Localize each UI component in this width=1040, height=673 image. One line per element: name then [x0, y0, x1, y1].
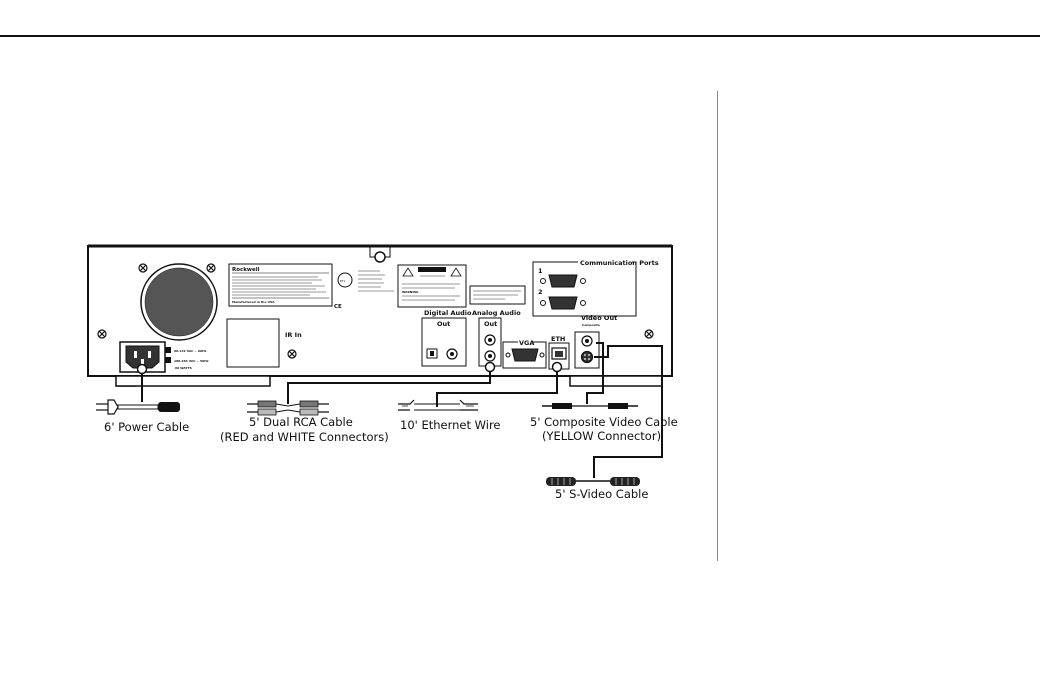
port-1-label: 1	[538, 267, 543, 275]
copyright-label	[469, 285, 526, 305]
rca-cable-label-1: 5' Dual RCA Cable	[249, 415, 353, 429]
power-spec-1: 90-132 VAC ~ 60Hz	[174, 349, 207, 353]
blank-plate	[226, 318, 280, 368]
vga-port[interactable]	[511, 348, 539, 362]
regulatory-label: Rockwell Manufactured in the USA	[228, 263, 333, 307]
caution-title: CAUTION	[420, 268, 436, 272]
analog-audio-label: Analog Audio	[472, 309, 521, 317]
vga-panel: VGA	[502, 339, 547, 369]
cable-wires	[141, 342, 663, 478]
ethernet-panel: ETH	[548, 335, 570, 370]
eth-plug-end	[551, 361, 563, 373]
power-plug-end	[136, 363, 148, 375]
chassis-screws	[97, 263, 654, 359]
margin-rule	[717, 91, 718, 561]
composite-cable-label-1: 5' Composite Video Cable	[530, 415, 678, 429]
ethernet-cable-illustration	[398, 399, 478, 411]
power-cable-illustration	[96, 399, 180, 415]
brand-label: Rockwell	[232, 267, 260, 273]
ethernet-cable-label: 10' Ethernet Wire	[400, 418, 501, 432]
eth-label: ETH	[551, 335, 565, 343]
composite-cable-illustration	[542, 403, 638, 409]
digital-audio-label: Digital Audio	[424, 309, 472, 317]
power-cable-label: 6' Power Cable	[104, 420, 189, 434]
serial-port-1[interactable]	[540, 274, 586, 288]
rca-cable-label-2: (RED and WHITE Connectors)	[220, 430, 389, 444]
svideo-cable-label: 5' S-Video Cable	[555, 487, 648, 501]
ir-in-label: IR In	[285, 331, 302, 339]
digital-out-label: Out	[437, 320, 450, 328]
rca-cable-illustration	[247, 400, 329, 416]
serial-port-2[interactable]	[540, 296, 586, 310]
svg-text:ETL: ETL	[340, 279, 346, 283]
digital-audio-panel: Digital Audio Out	[421, 309, 472, 367]
analog-audio-panel: Analog Audio Out	[472, 309, 521, 367]
comm-ports-label: Communication Ports	[580, 259, 659, 267]
port-2-label: 2	[538, 288, 543, 296]
manufactured-label: Manufactured in the USA	[232, 300, 275, 304]
analog-out-label: Out	[484, 320, 497, 328]
video-out-label: Video Out	[581, 314, 617, 322]
composite-cable-label-2: (YELLOW Connector)	[542, 429, 661, 443]
svideo-port[interactable]	[580, 350, 594, 364]
vga-label: VGA	[519, 339, 534, 347]
power-watts: 60 WATTS	[175, 366, 192, 370]
communication-ports-panel: Communication Ports 1 2	[532, 258, 659, 317]
warning-label: WARNING	[402, 290, 419, 294]
video-out-panel: Video Out Composite	[574, 314, 617, 369]
composite-label: Composite	[582, 323, 600, 327]
power-spec-2: 180-264 VAC ~ 50Hz	[174, 359, 209, 363]
certification-marks: ETL CE	[334, 270, 394, 310]
caution-label: CAUTION WARNING	[397, 264, 467, 308]
rca-plug-end	[484, 361, 496, 373]
header-rule	[0, 35, 1040, 37]
svg-text:CE: CE	[334, 304, 342, 310]
svideo-cable-illustration	[546, 477, 640, 486]
fan-grille	[140, 263, 218, 341]
